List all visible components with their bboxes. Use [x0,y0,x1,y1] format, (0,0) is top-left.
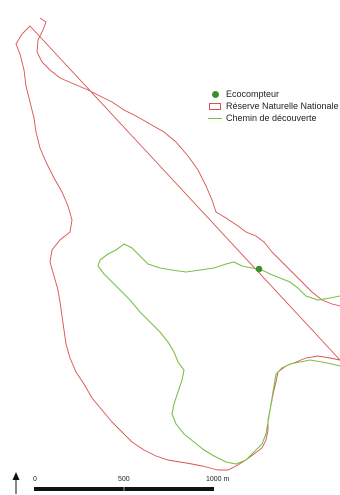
legend-item-ecocounter: Ecocompteur [208,88,339,100]
legend-item-trail: Chemin de découverte [208,112,339,124]
discovery-trail [97,243,340,465]
scale-label-500: 500 [118,476,130,483]
scale-segment-1 [34,487,124,491]
north-arrow-icon [12,472,20,494]
ecocounter-point [255,265,263,273]
scale-label-0: 0 [33,476,37,483]
legend-label: Chemin de découverte [226,113,317,123]
scale-bar [34,487,214,491]
reserve-polygon-icon [208,101,222,111]
legend-label: Réserve Naturelle Nationale [226,101,339,111]
trail-line-icon [208,113,222,123]
reserve-boundary [15,17,340,471]
legend-item-reserve: Réserve Naturelle Nationale [208,100,339,112]
map-legend: Ecocompteur Réserve Naturelle Nationale … [208,88,339,124]
legend-label: Ecocompteur [226,89,280,99]
scale-label-1000: 1000 m [206,476,230,483]
scale-segment-2 [124,487,214,491]
ecocounter-dot-icon [208,89,222,99]
